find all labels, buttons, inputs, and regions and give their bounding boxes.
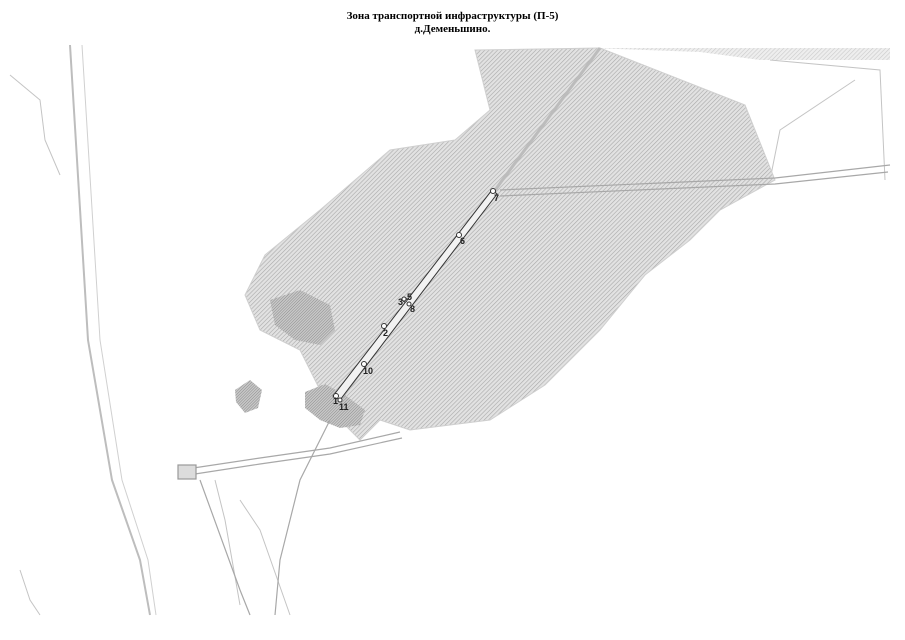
- transport-zone-boundary: [332, 189, 498, 401]
- point-label: 8: [410, 304, 415, 314]
- point-label: 11: [339, 402, 349, 412]
- point-label: 6: [460, 236, 465, 246]
- boundary-point: 11: [337, 397, 349, 412]
- boundary-point: 2: [381, 323, 388, 338]
- boundary-point: 7: [490, 188, 499, 203]
- boundary-point: 6: [456, 232, 465, 246]
- map-title-line2: д.Деменьшино.: [414, 23, 491, 35]
- boundary-point: 1: [333, 393, 339, 406]
- point-label: 7: [494, 193, 499, 203]
- boundary-point: 10: [361, 361, 373, 376]
- settlement-zone: [244, 47, 890, 441]
- point-label: 3: [398, 297, 403, 307]
- map-title-line1: Зона транспортной инфраструктуры (П-5): [346, 10, 559, 22]
- boundary-points: 7 6 3 8 5 2 10 1: [333, 188, 499, 412]
- point-label: 2: [383, 328, 388, 338]
- boundary-point: 5: [401, 292, 412, 302]
- map-title: Зона транспортной инфраструктуры (П-5) д…: [0, 10, 905, 36]
- ponds: [235, 290, 365, 428]
- point-label: 1: [333, 396, 338, 406]
- boundary-point: 8: [406, 301, 415, 314]
- point-label: 5: [407, 292, 412, 302]
- point-label: 10: [363, 366, 373, 376]
